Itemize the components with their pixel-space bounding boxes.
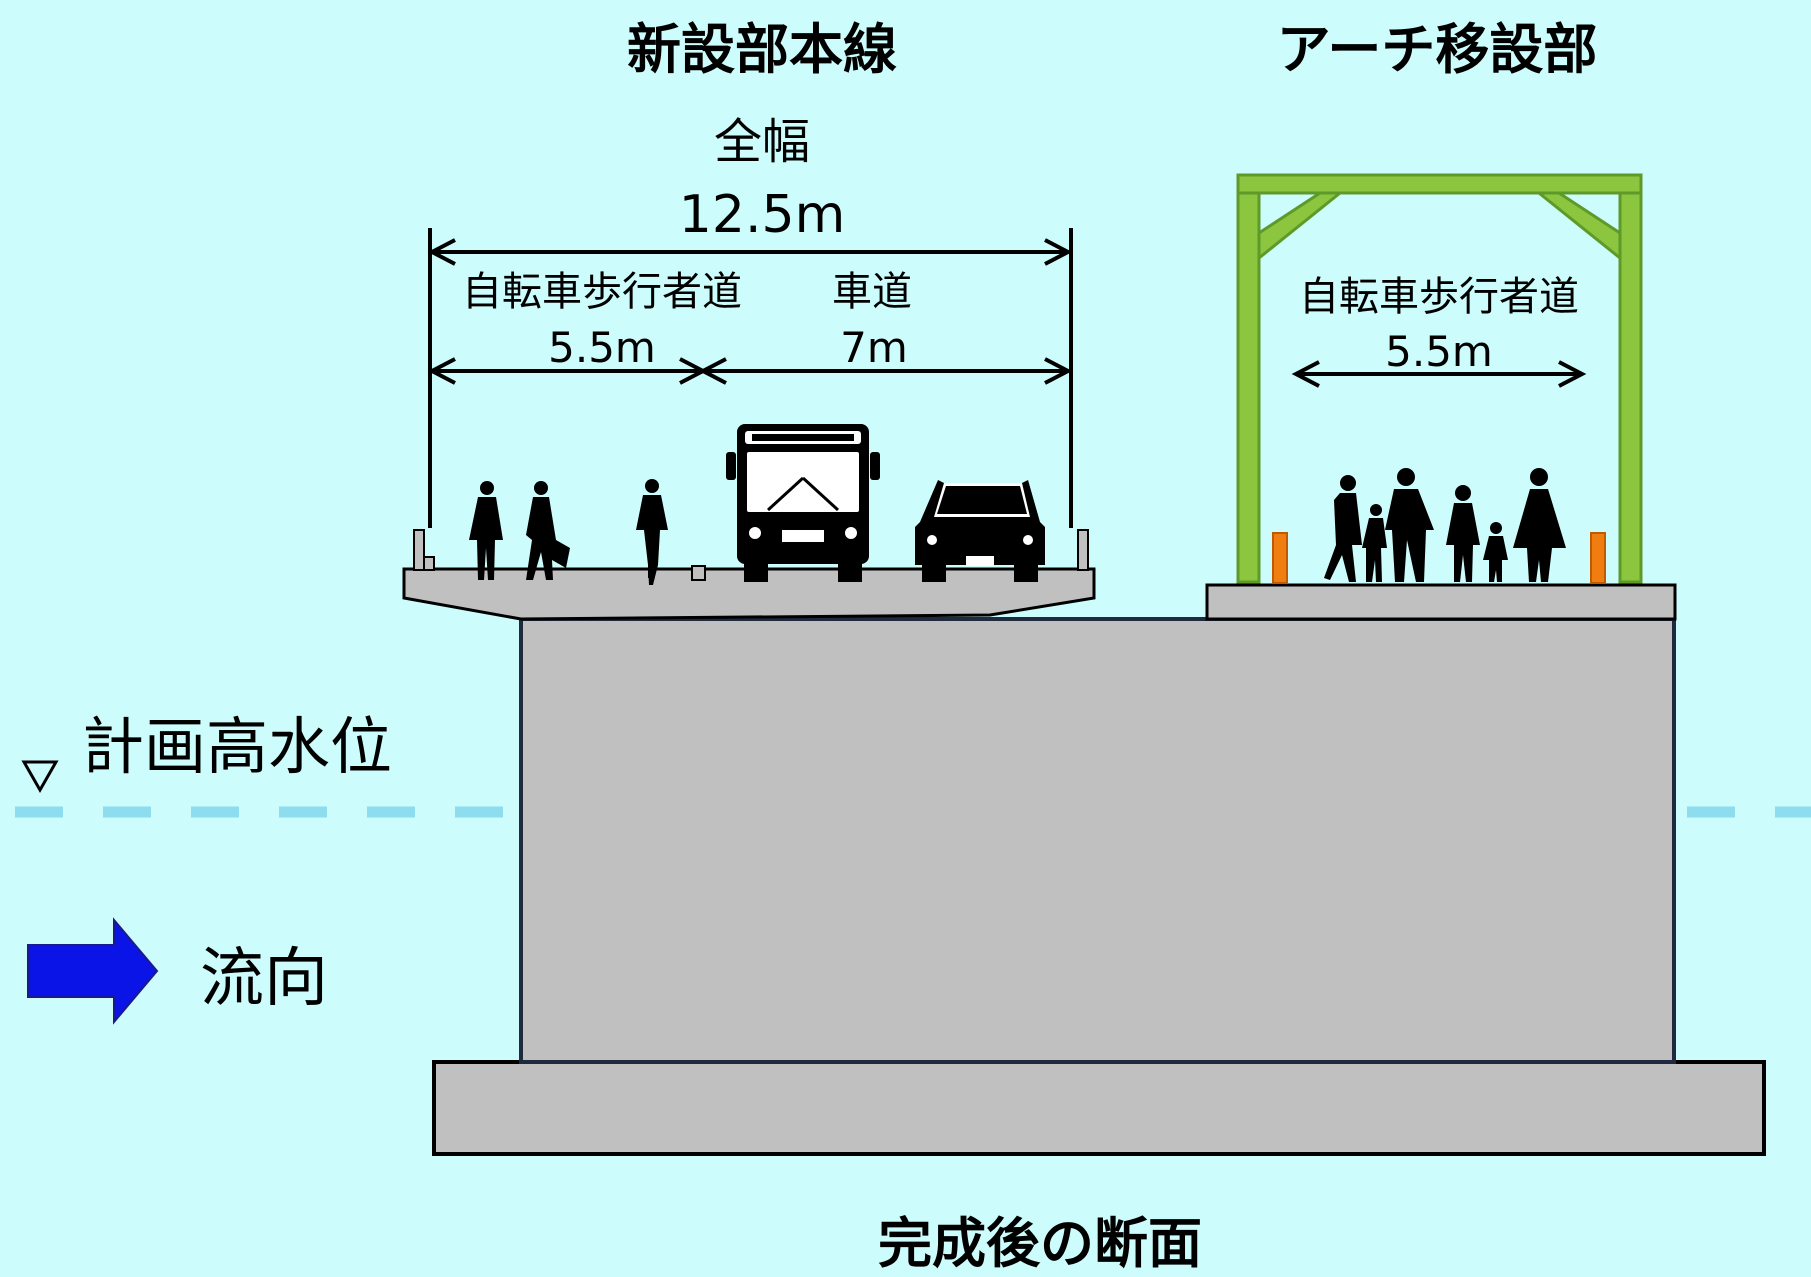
sidewalk-label: 自転車歩行者道: [462, 269, 742, 315]
left-parapet: [413, 529, 425, 571]
sidewalk-width: 5.5m: [548, 323, 656, 372]
footing: [432, 1060, 1766, 1156]
child-icon: [1362, 504, 1387, 582]
main-deck: [402, 567, 1096, 621]
cyclist-icon: [636, 479, 668, 585]
arch-deck: [1205, 583, 1677, 621]
pedestrian-icons-main: [469, 479, 668, 585]
pedestrian-icon: [1385, 468, 1434, 582]
roadway-label: 車道: [832, 269, 912, 315]
car-icon: [915, 480, 1045, 582]
roadway-width: 7m: [840, 323, 908, 372]
pedestrian-icon: [526, 481, 570, 580]
pedestrian-icon: [1324, 475, 1362, 582]
pedestrian-icon: [469, 481, 503, 580]
arch-sidewalk-width: 5.5m: [1385, 327, 1493, 376]
arch-section-title: アーチ移設部: [1277, 18, 1598, 81]
bus-icon: [726, 424, 880, 582]
pedestrian-icon: [1446, 485, 1480, 582]
total-width-value: 12.5m: [679, 185, 845, 245]
bollard-left: [1272, 532, 1288, 584]
arch-frame: [1236, 173, 1643, 584]
right-parapet: [1077, 529, 1089, 571]
caption: 完成後の断面: [878, 1212, 1202, 1275]
child-icon: [1483, 522, 1508, 582]
dimension-line-arch: [1291, 360, 1587, 388]
dimension-lines-main: [427, 228, 1073, 528]
pedestrian-icons-arch: [1324, 468, 1566, 582]
bollard-right: [1590, 532, 1606, 584]
arch-sidewalk-label: 自転車歩行者道: [1299, 274, 1579, 320]
main-line-title: 新設部本線: [627, 18, 897, 81]
pedestrian-icon: [1513, 468, 1566, 582]
water-level-label: 計画高水位: [82, 710, 392, 783]
pier-body: [519, 617, 1676, 1064]
median-curb: [691, 565, 706, 581]
water-level-triangle-icon: [21, 760, 59, 794]
flow-label: 流向: [200, 942, 328, 1016]
left-curb: [423, 556, 435, 571]
total-width-label: 全幅: [714, 114, 810, 170]
flow-arrow-icon: [27, 917, 159, 1025]
